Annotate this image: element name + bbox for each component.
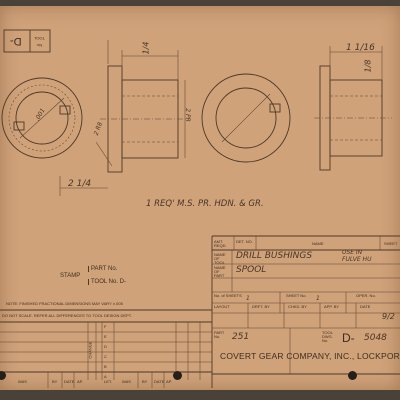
change-letter: C <box>104 354 107 359</box>
approved-by-label: APP. BY <box>324 304 340 309</box>
dimension-label: 2 1/4 <box>68 179 92 189</box>
part-no: 251 <box>232 332 250 342</box>
revision-col: LET. <box>104 379 113 384</box>
name-of-part-label: NAME OF PART <box>214 265 226 278</box>
use-in-value: FULVE HU <box>342 256 372 263</box>
revision-col: WAS <box>122 379 131 384</box>
oper-number-label: OPER. No. <box>356 293 376 298</box>
dimension-label: 1/4 <box>141 41 151 55</box>
dimension-label: 1 1/16 <box>346 43 375 53</box>
stamp-part-label: PART No. <box>88 266 117 272</box>
title-block-lines <box>212 235 400 375</box>
punch-hole <box>348 371 357 380</box>
revision-col: BY <box>52 379 58 384</box>
revision-col: WAS <box>18 379 27 384</box>
checked-by-label: CHKD. BY <box>288 304 307 309</box>
dimension-label: 2 PR <box>183 108 191 122</box>
change-letter: A <box>104 374 107 379</box>
sheet-number-label: SHEET No. <box>286 293 307 298</box>
right-bushing-end-view <box>201 73 291 163</box>
stamp-label: STAMP <box>60 273 81 279</box>
use-in-label: USE IN <box>342 249 363 256</box>
punch-hole <box>0 371 6 380</box>
name-of-tool: DRILL BUSHINGS <box>236 251 313 261</box>
tool-dwg-no: 5048 <box>364 333 387 343</box>
do-not-scale-note: DO NOT SCALE. REFER ALL DIFFERENCES TO T… <box>2 313 132 318</box>
tool-tab-label-2: No. <box>36 43 43 48</box>
left-bushing-end-view <box>1 77 83 159</box>
change-label: CHANGE <box>87 341 93 359</box>
revision-block-lines <box>0 236 213 388</box>
change-letter: B <box>104 364 107 369</box>
change-letter: E <box>104 334 107 339</box>
title-header: NAME <box>312 241 324 246</box>
tool-dwg-prefix: D- <box>342 331 355 345</box>
title-header: SHEET <box>384 241 398 246</box>
date-value: 9/2 <box>382 312 395 321</box>
name-of-tool-label: NAME OF TOOL <box>214 252 226 265</box>
tool-tab-prefix: D- <box>10 35 22 47</box>
sheet-number: 1 <box>316 295 320 302</box>
sheet-count-label: No. of SHEETS <box>214 293 242 298</box>
tool-dwg-label: TOOL DWG. No. <box>322 330 333 343</box>
layout-label: LAYOUT <box>214 304 230 309</box>
right-bushing-side-view <box>314 46 392 171</box>
revision-col: DATE <box>64 379 75 384</box>
title-header: DET. NO. <box>236 239 253 244</box>
tool-tab-box <box>3 29 51 53</box>
part-no-label: PART No. <box>214 330 225 339</box>
revision-col: AP. <box>166 379 172 384</box>
change-letter: F <box>104 324 107 329</box>
tool-tab-label-1: TOOL <box>34 36 45 41</box>
dimension-label: 1/8 <box>363 59 373 73</box>
tolerance-note: NOTE: FINISHED FRACTIONAL DIMENSIONS MAY… <box>6 301 123 306</box>
sheet-count: 1 <box>246 295 250 302</box>
name-of-part: SPOOL <box>236 265 267 275</box>
material-note: 1 REQ' M.S. PR. HDN. & GR. <box>146 199 264 209</box>
revision-col: BY <box>142 379 148 384</box>
left-bushing-side-view <box>59 40 186 196</box>
drafted-by-label: DRFT. BY <box>252 304 270 309</box>
change-letter: D <box>104 344 107 349</box>
date-label: DATE <box>360 304 371 309</box>
stamp-tool-label: TOOL No. D- <box>88 279 126 285</box>
title-header: AMT. REQD. <box>214 239 227 248</box>
revision-col: AP. <box>77 379 83 384</box>
punch-hole <box>173 371 182 380</box>
revision-col: DATE <box>154 379 165 384</box>
company-name: COVERT GEAR COMPANY, INC., LOCKPORT, N <box>220 351 400 361</box>
